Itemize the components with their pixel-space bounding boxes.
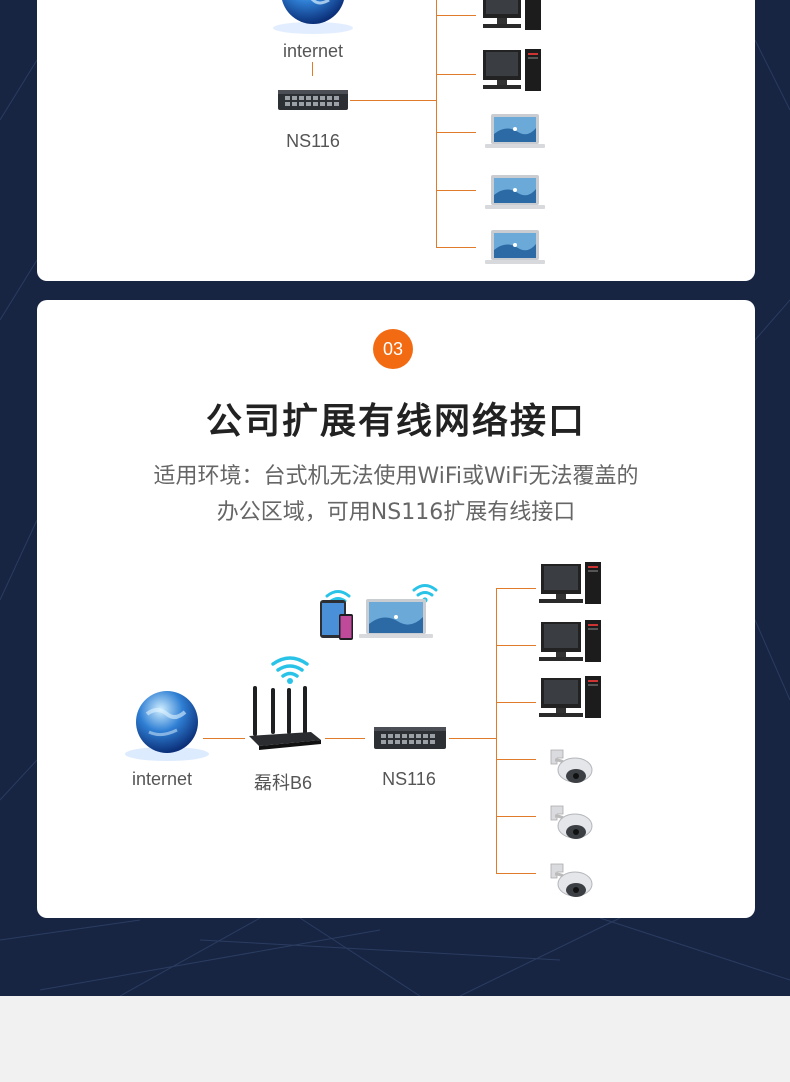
branch-line [496, 702, 536, 703]
switch-label: NS116 [382, 769, 436, 789]
desktop-computer-icon [539, 562, 601, 604]
security-camera-icon [550, 805, 593, 839]
switch-icon [374, 727, 446, 749]
connector-line [203, 738, 245, 739]
connector-line [449, 738, 496, 739]
tablet-phone-icon [320, 600, 353, 640]
connector-line [325, 738, 365, 739]
branch-line [496, 759, 536, 760]
desktop-computer-icon [483, 49, 541, 91]
section-title: 公司扩展有线网络接口 [205, 401, 586, 442]
wifi-icon [271, 656, 309, 684]
branch-line [436, 247, 476, 248]
network-pattern [0, 39, 790, 996]
laptop-icon [485, 114, 545, 148]
desktop-computer-icon [539, 676, 601, 718]
branch-line [436, 74, 476, 75]
globe-icon [273, 0, 353, 34]
branch-line [496, 873, 536, 874]
internet-label: internet [282, 41, 344, 61]
desktop-computer-icon [483, 0, 541, 30]
description-line-2: 办公区域，可用NS116扩展有线接口 [216, 500, 576, 525]
switch-icon [278, 90, 348, 110]
security-camera-icon [550, 863, 593, 897]
section-card-3: 03 公司扩展有线网络接口 适用环境：台式机无法使用WiFi或WiFi无法覆盖的… [37, 300, 755, 918]
globe-icon [125, 691, 209, 761]
internet-label: internet [131, 769, 193, 789]
branch-line [436, 132, 476, 133]
laptop-icon [359, 599, 433, 638]
switch-label: NS116 [286, 131, 340, 151]
branch-line [496, 645, 536, 646]
desktop-computer-icon [539, 620, 601, 662]
tree-trunk-line [496, 588, 497, 873]
section-card-2: internet NS116 [37, 0, 755, 281]
branch-line [436, 15, 476, 16]
section-number-badge: 03 [373, 329, 413, 369]
laptop-icon [485, 230, 545, 264]
router-label: 磊科B6 [253, 773, 313, 793]
page-footer-blank [0, 996, 790, 1082]
branch-line [436, 190, 476, 191]
branch-line [496, 816, 536, 817]
branch-line [496, 588, 536, 589]
laptop-icon [485, 175, 545, 209]
connector-line [350, 100, 436, 101]
security-camera-icon [550, 749, 593, 783]
description-line-1: 适用环境：台式机无法使用WiFi或WiFi无法覆盖的 [153, 464, 639, 489]
tree-trunk-line [436, 0, 437, 248]
connector-line [312, 62, 313, 76]
router-icon [249, 686, 321, 750]
